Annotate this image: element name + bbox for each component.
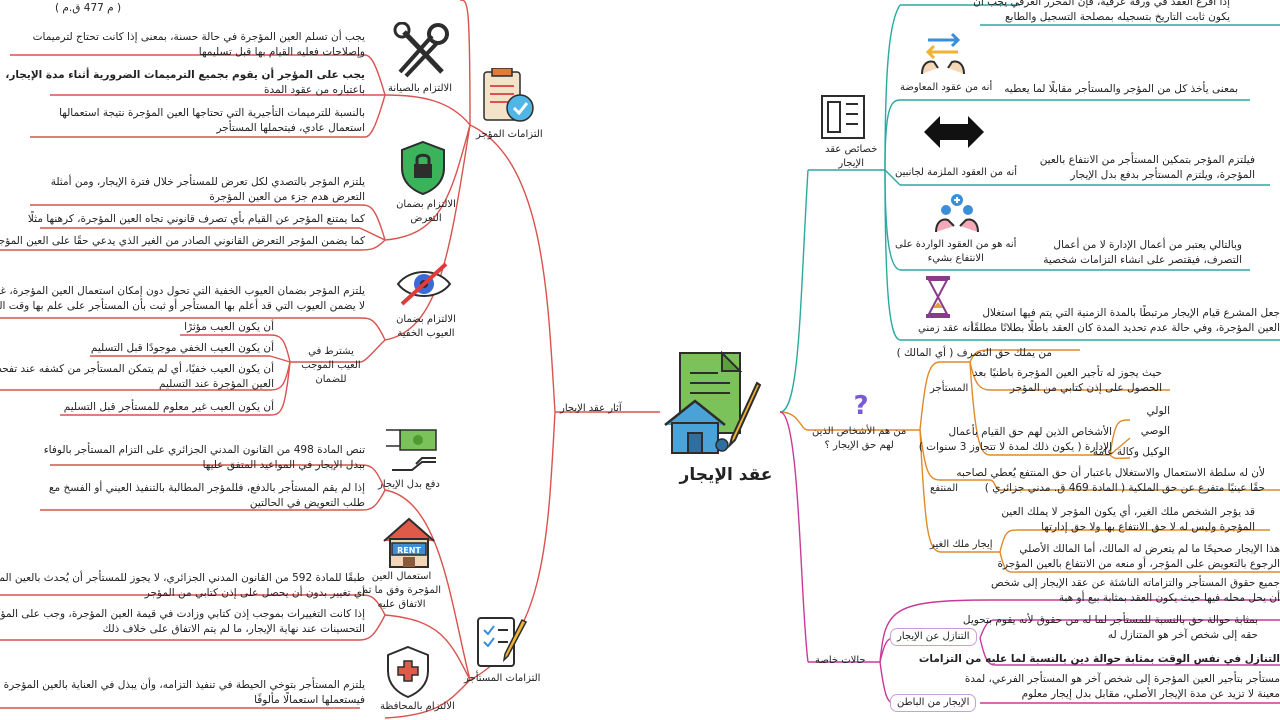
others-property-label: إيجار ملك الغير — [930, 539, 993, 550]
admin-sub-1: الولي — [1146, 405, 1171, 417]
admin-sub-2: الوصي — [1140, 425, 1170, 437]
hidden-defects-item-1: يلتزم المؤجر بضمان العيوب الخفية التي تح… — [0, 285, 365, 312]
sublease-box: الإيجار من الباطن — [890, 694, 977, 712]
admin-sub-3: الوكيل وكالة عامة — [1092, 446, 1170, 458]
interference-item-2: كما يمتنع المؤجر عن القيام بأي تصرف قانو… — [27, 213, 365, 225]
bidirectional-arrow-icon — [922, 112, 986, 156]
eye-crossed-icon — [394, 260, 454, 312]
condition-4: أن يكون العيب غير معلوم للمستأجر قبل الت… — [63, 401, 274, 413]
char-item-2-desc: فيلتزم المؤجر بتمكين المستأجر من الانتفا… — [1039, 154, 1255, 181]
preserve-item-1: يلتزم المستأجر بتوخي الحيطة في تنفيذ الت… — [0, 679, 365, 706]
hidden-defects-label: الالتزام بضمان العيوب الخفية — [396, 314, 456, 339]
beneficiary-label: المنتفع — [930, 483, 959, 494]
use-as-agreed-label: استعمال العين المؤجرة وفق ما تم الاتفاق … — [362, 571, 442, 610]
char-item-3-label: أنه هو من العقود الواردة على الانتفاع بش… — [895, 239, 1017, 264]
use-item-1: طبقًا للمادة 592 من القانون المدني الجزا… — [0, 572, 365, 599]
main-branch-effects: آثار عقد الإيجار — [560, 403, 622, 414]
pay-rent-item-2: إذا لم يقم المستأجر بالدفع، فللمؤجر المط… — [48, 482, 365, 509]
who-lessor-label: المستأجر — [930, 383, 969, 394]
char-item-4-label: أنه عقد زمني — [918, 323, 974, 334]
hourglass-icon — [924, 274, 952, 324]
svg-text:RENT: RENT — [397, 546, 421, 555]
center-title: عقد الإيجار — [679, 465, 773, 485]
pay-rent-item-1: تنص المادة 498 من القانون المدني الجزائر… — [43, 444, 365, 471]
maintenance-item-1: يجب أن تسلم العين المؤجرة في حالة حسنة، … — [32, 31, 365, 58]
who-lessor-item-2: حيث يجوز له تأجير العين المؤجرة باطنيًا … — [972, 367, 1162, 394]
clipboard-check-icon — [478, 67, 538, 130]
maintenance-item-3: بالنسبة للترميمات التأجيرية التي تحتاجها… — [59, 107, 365, 134]
char-item-2-label: أنه من العقود الملزمة لجانبين — [895, 167, 1018, 178]
hands-plus-icon — [932, 192, 982, 240]
shield-lock-icon — [398, 140, 448, 200]
pay-rent-label: دفع بدل الإيجار — [378, 479, 440, 490]
money-hand-icon — [382, 418, 442, 480]
who-lessor-item-3: الأشخاص الذين لهم حق القيام بأعمال الإدا… — [918, 426, 1112, 453]
lessee-obligations-label: التزامات المستأجر — [464, 673, 541, 684]
others-property-item-2: هذا الإيجار صحيحًا ما لم يتعرض له المالك… — [997, 543, 1280, 570]
contract-house-icon — [660, 345, 780, 469]
top-fragment-left: ( م 477 ق.م ) — [55, 2, 122, 14]
others-property-item-1: قد يؤجر الشخص ملك الغير، أي يكون المؤجر … — [1001, 506, 1255, 533]
interference-item-1: يلتزم المؤجر بالتصدي لكل تعرض للمستأجر خ… — [50, 176, 365, 203]
char-item-4-desc: جعل المشرع قيام الإيجار مرتبطًا بالمدة ا… — [970, 307, 1280, 334]
special-label: حالات خاصة — [815, 655, 866, 666]
beneficiary-desc: لأن له سلطة الاستعمال والاستغلال باعتبار… — [956, 467, 1265, 494]
who-label: من هم الأشخاص الذين لهم حق الإيجار ؟ — [812, 426, 907, 451]
condition-2: أن يكون العيب الخفي موجودًا قبل التسليم — [90, 342, 274, 354]
char-item-1-desc: بمعنى يأخذ كل من المؤجر والمستأجر مقابلً… — [1004, 83, 1238, 95]
svg-text:?: ? — [853, 391, 868, 418]
special-top-text: جميع حقوق المستأجر والتزاماته الناشئة عن… — [991, 577, 1280, 604]
condition-3: أن يكون العيب خفيًا، أي لم يتمكن المستأج… — [0, 363, 274, 390]
interference-item-3: كما يضمن المؤجر التعرض القانوني الصادر م… — [0, 235, 365, 247]
clipboard-pencil-icon — [470, 612, 530, 674]
document-pages-icon — [818, 92, 868, 146]
use-item-2: إذا كانت التغييرات بموجب إذن كتابي وزادت… — [0, 608, 365, 635]
guarantee-interference-label: الالتزام بضمان التعرض — [396, 199, 456, 224]
exchange-hands-icon — [918, 30, 968, 82]
maintenance-label: الالتزام بالصيانة — [388, 83, 452, 94]
rent-house-icon: RENT — [380, 515, 438, 575]
char-top-fragment: إذا أفرغ العقد في ورقة عرفية، فإن المحرر… — [973, 0, 1230, 23]
question-icon: ? — [850, 390, 872, 422]
lessor-obligations-label: التزامات المؤجر — [476, 129, 543, 140]
char-item-3-desc: وبالتالي يعتبر من أعمال الإدارة لا من أع… — [1043, 239, 1242, 266]
who-lessor-item-1: من يملك حق التصرف ( أي المالك ) — [896, 347, 1052, 359]
assignment-item-1: بمثابة حوالة حق بالنسبة للمستأجر لما له … — [962, 614, 1258, 641]
condition-1: أن يكون العيب مؤثرًا — [184, 321, 274, 333]
preserve-label: الالتزام بالمحافظة — [380, 701, 455, 712]
shield-medical-icon — [384, 645, 432, 703]
char-item-1-label: أنه من عقود المعاوضة — [900, 82, 993, 93]
defect-conditions-label: يشترط في العيب الموجب للضمان — [301, 346, 361, 385]
assignment-box: التنازل عن الإيجار — [890, 628, 977, 646]
maintenance-item-2: يجب على المؤجر أن يقوم بجميع الترميمات ا… — [5, 69, 365, 96]
characteristics-label: خصائص عقد الإيجار — [825, 144, 878, 169]
sublease-item-1: مستأجر بتأجير العين المؤجرة إلى شخص آخر … — [964, 673, 1280, 700]
assignment-item-2: التنازل في نفس الوقت بمثابة حوالة دين با… — [918, 653, 1280, 665]
tools-icon — [392, 21, 454, 84]
